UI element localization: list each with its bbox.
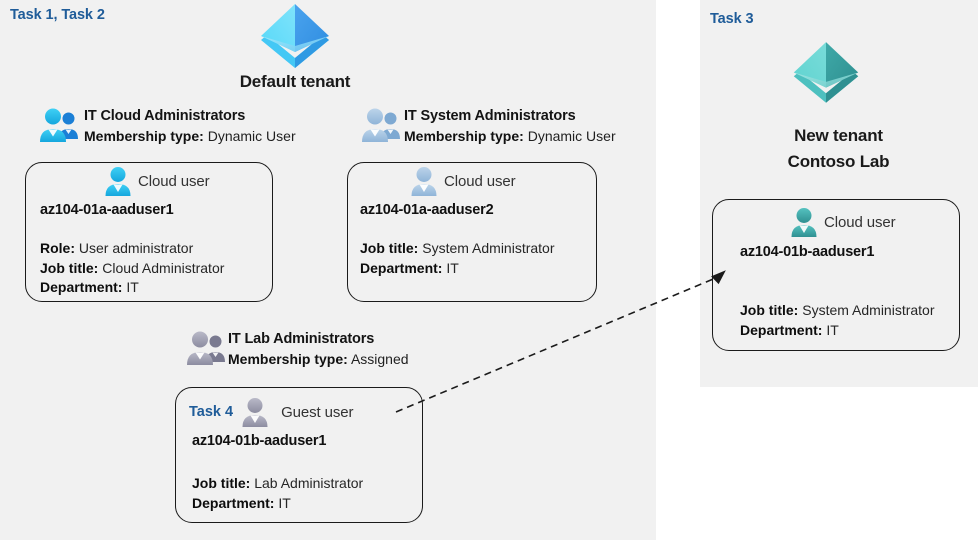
attr-value: IT [446,259,459,276]
group-users-icon-system-admins [360,107,402,144]
cloud-user-icon-4 [790,207,818,237]
attr-value: User administrator [78,240,194,256]
user-card-az104-01a-aaduser1[interactable] [25,162,273,302]
attr-department-2: Department: IT [360,259,555,279]
group-header-it-lab-administrators: IT Lab Administrators Membership type: A… [228,329,409,369]
user-card-header-2: Cloud user [410,166,516,196]
attr-jobtitle-1: Job title: Cloud Administrator [40,259,224,279]
attr-value: IT [126,279,139,295]
attr-role-1: Role: User administrator [40,239,224,259]
attr-label: Department: [40,279,123,295]
user-attrs-2: Job title: System Administrator Departme… [360,239,555,278]
attr-jobtitle-3: Job title: Lab Administrator [192,474,363,494]
group-membership-label: Membership type: [404,128,524,144]
attr-label: Job title: [740,302,799,318]
user-attrs-1: Role: User administrator Job title: Clou… [40,239,224,298]
user-card-header-4: Cloud user [790,207,896,237]
attr-label: Department: [740,321,823,338]
attr-jobtitle-2: Job title: System Administrator [360,239,555,259]
cloud-user-icon-2 [410,166,438,196]
default-tenant-panel [0,0,656,540]
attr-label: Job title: [360,240,419,256]
user-card-az104-01b-aaduser1-guest[interactable] [175,387,423,523]
group-membership-value: Assigned [350,351,409,367]
attr-department-3: Department: IT [192,494,363,514]
task-label-1-2: Task 1, Task 2 [10,7,105,23]
user-name-az104-01b-aaduser1-cloud: az104-01b-aaduser1 [740,244,875,260]
group-membership: Membership type: Dynamic User [404,126,616,146]
user-type-label-1: Cloud user [138,172,210,190]
attr-value: System Administrator [802,302,935,318]
attr-department-1: Department: IT [40,278,224,298]
attr-value: System Administrator [422,240,555,256]
attr-label: Department: [360,259,443,276]
attr-jobtitle-4: Job title: System Administrator [740,301,935,321]
guest-user-icon-3 [241,397,269,427]
attr-value: IT [278,494,291,511]
group-membership-value: Dynamic User [207,128,296,144]
user-type-label-4: Cloud user [824,213,896,231]
group-membership-label: Membership type: [84,128,204,144]
attr-label: Role: [40,240,75,256]
azure-ad-tenant-icon-new [790,40,862,103]
task-label-3: Task 3 [710,11,754,27]
user-name-az104-01b-aaduser1-guest: az104-01b-aaduser1 [192,433,327,449]
group-header-it-cloud-administrators: IT Cloud Administrators Membership type:… [84,106,296,146]
attr-value: IT [826,321,839,338]
group-users-icon-lab-admins [185,330,227,367]
group-membership-label: Membership type: [228,351,348,367]
group-name: IT Lab Administrators [228,331,375,347]
group-membership: Membership type: Assigned [228,349,409,369]
new-tenant-title-line1: New tenant [794,126,883,145]
user-attrs-4: Job title: System Administrator Departme… [740,301,935,340]
group-membership: Membership type: Dynamic User [84,126,296,146]
group-name: IT System Administrators [404,108,576,124]
attr-label: Job title: [192,475,251,491]
user-name-az104-01a-aaduser1: az104-01a-aaduser1 [40,202,174,218]
attr-label: Job title: [40,259,99,276]
attr-department-4: Department: IT [740,321,935,341]
user-type-label-2: Cloud user [444,172,516,190]
new-tenant-title-line2: Contoso Lab [787,152,890,171]
group-users-icon-cloud-admins [38,107,80,144]
attr-value: Cloud Administrator [102,259,225,276]
user-type-label-3: Guest user [281,403,354,421]
task-label-4: Task 4 [189,404,234,420]
user-card-header-3: Task 4 Guest user [189,397,354,427]
user-attrs-3: Job title: Lab Administrator Department:… [192,474,363,513]
group-header-it-system-administrators: IT System Administrators Membership type… [404,106,616,146]
cloud-user-icon-1 [104,166,132,196]
azure-ad-tenant-icon-default [257,2,333,68]
group-name: IT Cloud Administrators [84,108,246,124]
user-card-header-1: Cloud user [104,166,210,196]
attr-label: Department: [192,494,275,511]
group-membership-value: Dynamic User [527,128,616,144]
default-tenant-title: Default tenant [239,72,351,91]
user-name-az104-01a-aaduser2: az104-01a-aaduser2 [360,202,494,218]
attr-value: Lab Administrator [254,475,364,491]
